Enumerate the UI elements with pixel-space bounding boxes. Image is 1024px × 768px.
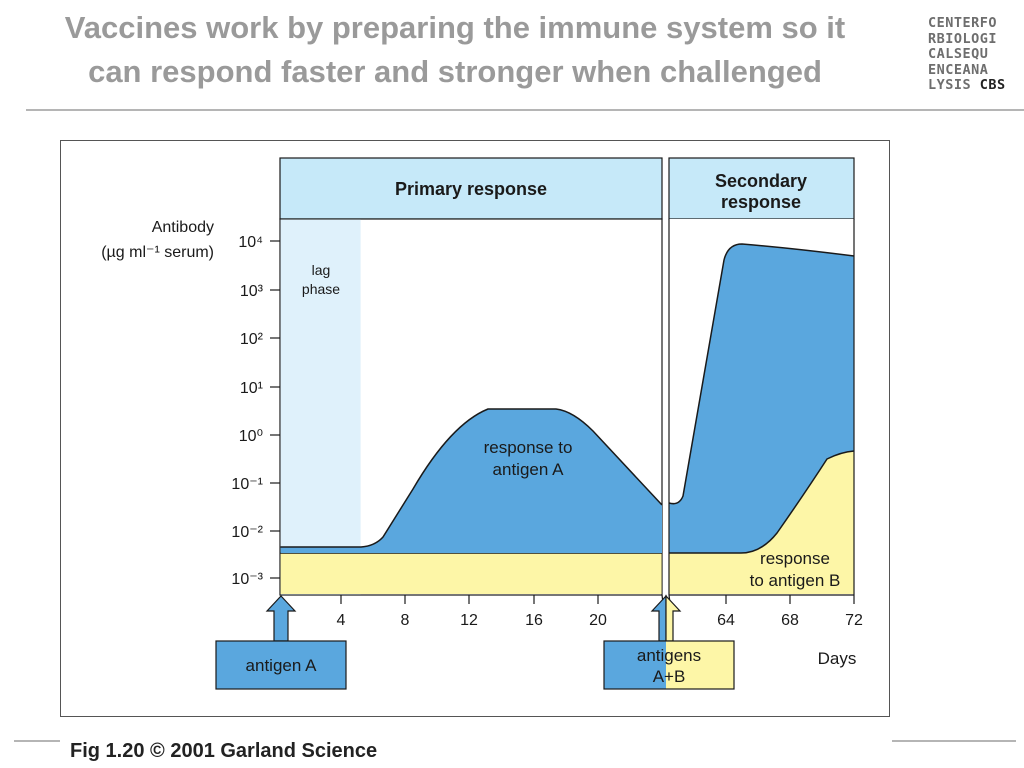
antigens-ab-box-right <box>666 641 734 689</box>
x-axis-unit-label: Days <box>818 649 857 668</box>
lag-phase-label-line1: lag <box>312 262 331 278</box>
primary-response-header <box>279 157 663 220</box>
lag-phase-label-line2: phase <box>302 281 340 297</box>
logo-line: CENTERFO <box>928 15 998 31</box>
antigen-a-box <box>215 640 347 690</box>
antigens-ab-label-line2: A+B <box>653 667 686 686</box>
antibody-response-diagram: Primary response Secondary response lag … <box>101 157 863 690</box>
antigens-ab-box-left <box>604 641 666 689</box>
figure-caption: Fig 1.20 © 2001 Garland Science <box>70 740 378 762</box>
response-b-secondary-area <box>669 451 854 594</box>
x-tick-label: 16 <box>525 612 543 629</box>
logo-line: ENCEANA <box>928 61 989 78</box>
primary-response-label: Primary response <box>395 179 547 199</box>
antigen-a-label: antigen A <box>246 656 318 675</box>
antigen-a-arrow-secondary <box>650 594 667 642</box>
y-tick-label: 10⁰ <box>239 428 263 445</box>
title-line-1: Vaccines work by preparing the immune sy… <box>64 10 846 45</box>
slide-title: Vaccines work by preparing the immune sy… <box>0 6 910 94</box>
y-axis-label-line2: (µg ml⁻¹ serum) <box>101 244 214 261</box>
y-tick-label: 10¹ <box>240 380 263 397</box>
antigens-ab-label-line1: antigens <box>637 646 701 665</box>
y-axis-ticks: 10⁴ 10³ 10² 10¹ 10⁰ 10⁻¹ 10⁻² 10⁻³ <box>231 234 280 588</box>
secondary-response-header <box>668 157 855 220</box>
cbs-logo: CENTERFO RBIOLOGI CALSEQU ENCEANA LYSIS … <box>928 15 1006 94</box>
x-axis-ticks: 4 8 12 16 20 64 68 72 <box>337 595 863 629</box>
x-tick-label: 20 <box>589 612 607 629</box>
secondary-response-label-line2: response <box>721 192 801 212</box>
response-b-label-line2: to antigen B <box>750 571 841 590</box>
x-tick-label: 72 <box>845 612 863 629</box>
antigen-b-arrow-secondary <box>665 594 682 642</box>
y-tick-label: 10⁴ <box>238 234 263 251</box>
response-a-label-line2: antigen A <box>493 460 565 479</box>
secondary-response-label-line1: Secondary <box>715 171 807 191</box>
x-tick-label: 68 <box>781 612 799 629</box>
logo-line: LYSIS CBS <box>928 77 1006 94</box>
lag-phase-band <box>280 219 361 595</box>
logo-line-text: LYSIS <box>928 77 972 93</box>
x-tick-label: 4 <box>337 612 346 629</box>
antibody-response-figure: Primary response Secondary response lag … <box>60 140 890 717</box>
footer-divider-right <box>892 740 1016 742</box>
response-a-secondary-curve <box>668 243 855 505</box>
antigen-a-arrow <box>265 595 297 642</box>
response-a-secondary-area <box>669 244 854 553</box>
footer-divider-left <box>14 740 60 742</box>
y-tick-label: 10⁻³ <box>231 571 263 588</box>
header-divider <box>26 109 1024 111</box>
response-a-primary-area <box>280 409 662 553</box>
x-tick-label: 8 <box>401 612 410 629</box>
response-b-secondary-curve <box>740 450 855 554</box>
antigens-ab-box-outline <box>603 640 735 690</box>
response-b-label-line1: response <box>760 549 830 568</box>
logo-line: RBIOLOGI <box>928 30 998 47</box>
x-tick-label: 12 <box>460 612 478 629</box>
y-tick-label: 10² <box>240 331 264 348</box>
y-tick-label: 10⁻² <box>231 524 263 541</box>
response-a-primary-curve <box>280 408 663 548</box>
title-line-2: can respond faster and stronger when cha… <box>88 54 822 89</box>
antigen-b-baseline-primary <box>280 553 662 594</box>
x-tick-label: 64 <box>717 612 735 629</box>
response-a-label-line1: response to <box>484 438 573 457</box>
logo-brand: CBS <box>979 77 1006 93</box>
y-axis-label-line1: Antibody <box>152 219 214 236</box>
logo-line: CALSEQU <box>928 46 989 62</box>
y-tick-label: 10⁻¹ <box>231 476 263 493</box>
y-tick-label: 10³ <box>240 283 264 300</box>
plot-frame-secondary <box>668 219 855 596</box>
